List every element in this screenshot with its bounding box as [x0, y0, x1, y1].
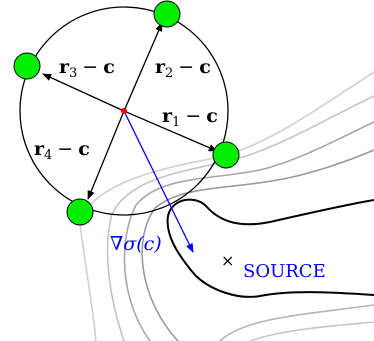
relative-position-vectors	[42, 22, 218, 200]
label-r3-sym: r	[59, 56, 70, 78]
label-r1: r1−c	[162, 105, 218, 130]
label-r3: r3−c	[59, 56, 115, 81]
vector-r4-arrow	[87, 110, 125, 200]
label-r2: r2−c	[155, 56, 211, 81]
sensors	[13, 0, 240, 226]
label-r4-center: c	[78, 138, 90, 160]
contour-light	[106, 95, 374, 341]
label-r4-sym: r	[34, 138, 45, 160]
sensor-node-2	[153, 0, 181, 28]
source-label: SOURCE	[243, 261, 326, 282]
label-r3-minus: −	[82, 56, 98, 78]
label-r2-center: c	[199, 56, 211, 78]
sensor-node-4	[66, 198, 94, 226]
contour-mid-outer	[123, 121, 374, 341]
label-r1-sub: 1	[172, 115, 180, 130]
label-r2-sub: 2	[165, 66, 173, 81]
label-r3-sub: 3	[69, 66, 77, 81]
contour-inner-bottom	[219, 304, 374, 341]
gradient-label: ∇σ(c)	[110, 233, 162, 255]
label-r4-sub: 4	[44, 148, 52, 163]
sensor-node-3	[13, 52, 41, 80]
contour-lines	[79, 71, 374, 341]
label-r1-minus: −	[185, 105, 201, 127]
sensor-circle	[19, 6, 229, 216]
label-r1-sym: r	[162, 105, 173, 127]
sensor-node-1	[212, 141, 240, 169]
gradient-arrow	[123, 110, 194, 253]
label-r3-center: c	[103, 56, 115, 78]
vector-r1-arrow	[123, 110, 218, 152]
label-r4-minus: −	[57, 138, 73, 160]
vector-r3-arrow	[42, 73, 125, 112]
contour-mid	[141, 149, 374, 341]
label-r1-center: c	[206, 105, 218, 127]
vector-r2-arrow	[123, 22, 163, 112]
source-marker: ×	[221, 251, 234, 270]
contour-source	[166, 198, 374, 298]
center-point	[121, 108, 127, 114]
label-r2-minus: −	[178, 56, 194, 78]
label-r4: r4−c	[34, 138, 90, 163]
contour-outer-light	[79, 71, 374, 341]
label-r2-sym: r	[155, 56, 166, 78]
contour-inner-bottom-2	[249, 321, 374, 341]
